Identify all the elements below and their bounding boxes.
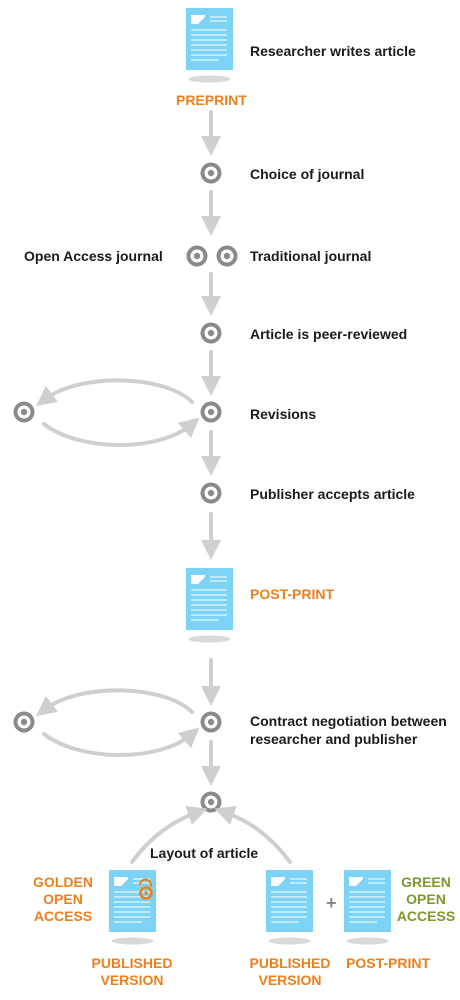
- published-right-line-2: VERSION: [258, 972, 322, 988]
- target-icon-open-access: [186, 245, 208, 267]
- step-choice-of-journal: Choice of journal: [250, 166, 365, 182]
- target-icon-choice: [200, 162, 222, 184]
- open-access-lock-icon: [139, 878, 153, 900]
- target-icon-contract: [200, 711, 222, 733]
- green-line-2: OPEN: [406, 891, 446, 907]
- published-left-line-1: PUBLISHED: [91, 955, 173, 971]
- target-icon-traditional: [216, 245, 238, 267]
- target-icon-contract-left: [13, 711, 35, 733]
- golden-line-1: GOLDEN: [33, 874, 93, 890]
- published-right-line-1: PUBLISHED: [249, 955, 331, 971]
- document-icon-green-postprint: [343, 869, 392, 945]
- step-traditional-journal: Traditional journal: [250, 248, 372, 264]
- golden-line-2: OPEN: [43, 891, 83, 907]
- postprint-label: POST-PRINT: [250, 586, 335, 602]
- target-icon-revisions-left: [13, 401, 35, 423]
- step-open-access-journal: Open Access journal: [24, 248, 163, 264]
- target-icon-revisions: [200, 401, 222, 423]
- document-icon-published-right: [265, 869, 314, 945]
- green-line-3: ACCESS: [396, 908, 456, 924]
- published-version-right: PUBLISHED VERSION: [246, 955, 334, 989]
- plus-sign: +: [326, 893, 337, 913]
- published-left-line-2: VERSION: [100, 972, 164, 988]
- document-icon-postprint: [185, 567, 234, 643]
- step-publisher-accepts: Publisher accepts article: [250, 486, 415, 502]
- flow-arrows: [36, 110, 292, 864]
- document-icon-researcher: [185, 7, 234, 83]
- golden-open-access-label: GOLDEN OPEN ACCESS: [30, 874, 96, 925]
- step-contract-line-1: Contract negotiation between: [250, 713, 447, 729]
- target-icon-peer-review: [200, 322, 222, 344]
- preprint-label: PREPRINT: [176, 92, 247, 108]
- step-layout-of-article: Layout of article: [150, 845, 259, 861]
- published-version-left: PUBLISHED VERSION: [88, 955, 176, 989]
- step-revisions: Revisions: [250, 406, 317, 422]
- postprint-bottom-label: POST-PRINT: [346, 955, 431, 971]
- target-icon-layout: [200, 791, 222, 813]
- step-peer-review: Article is peer-reviewed: [250, 326, 408, 342]
- step-contract-line-2: researcher and publisher: [250, 731, 418, 747]
- target-icon-accepts: [200, 482, 222, 504]
- green-open-access-label: GREEN OPEN ACCESS: [395, 874, 457, 925]
- golden-line-3: ACCESS: [33, 908, 93, 924]
- green-line-1: GREEN: [401, 874, 451, 890]
- step-researcher-writes: Researcher writes article: [250, 43, 416, 59]
